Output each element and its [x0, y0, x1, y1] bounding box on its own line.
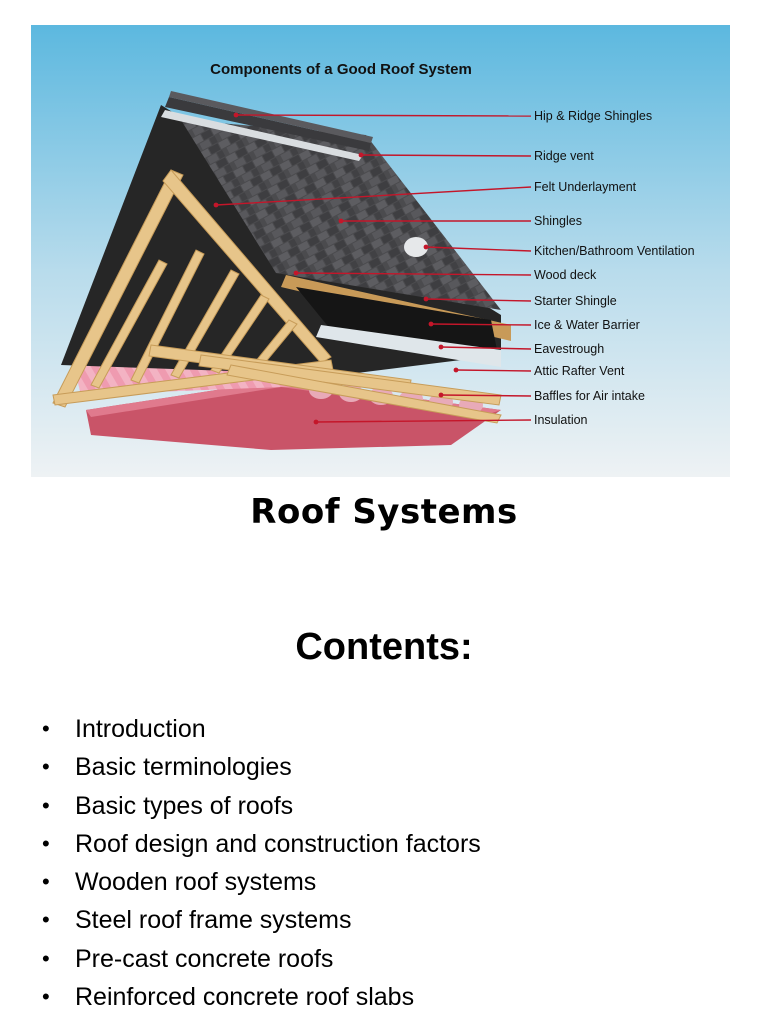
label-eavestrough: Eavestrough	[534, 342, 604, 356]
ridge-components	[161, 91, 373, 161]
bullet-icon: •	[42, 907, 50, 933]
roof-diagram: Components of a Good Roof System	[31, 25, 730, 477]
document-title: Roof Systems	[250, 492, 518, 532]
contents-item-label: Basic types of roofs	[75, 791, 294, 820]
bullet-icon: •	[42, 716, 50, 741]
roof-components-figure: Components of a Good Roof System	[31, 25, 730, 477]
bullet-icon: •	[42, 792, 50, 818]
contents-item: • Basic terminologies	[42, 748, 481, 786]
roof-truss	[52, 169, 502, 424]
label-felt-underlayment: Felt Underlayment	[534, 180, 637, 194]
figure-heading: Components of a Good Roof System	[210, 61, 472, 78]
contents-item-label: Steel roof frame systems	[75, 906, 352, 935]
bullet-icon: •	[42, 754, 50, 780]
contents-item-label: Pre-cast concrete roofs	[75, 944, 334, 973]
ventilation-cap	[404, 237, 428, 257]
label-wood-deck: Wood deck	[534, 268, 597, 282]
contents-item: • Steel roof frame systems	[42, 901, 481, 939]
label-ventilation: Kitchen/Bathroom Ventilation	[534, 244, 695, 258]
bullet-icon: •	[42, 830, 50, 856]
bullet-icon: •	[42, 984, 50, 1010]
contents-item: • Basic types of roofs	[42, 787, 481, 825]
shingle-roof	[181, 120, 501, 310]
contents-item-label: Roof design and construction factors	[75, 829, 481, 858]
contents-item-label: Basic terminologies	[75, 753, 292, 782]
leader-lines	[215, 114, 532, 423]
contents-item: • Roof design and construction factors	[42, 825, 481, 863]
bullet-icon: •	[42, 869, 50, 895]
label-insulation: Insulation	[534, 413, 588, 427]
label-attic-rafter-vent: Attic Rafter Vent	[534, 364, 625, 378]
label-baffles: Baffles for Air intake	[534, 389, 645, 403]
contents-list: • Introduction • Basic terminologies • Basi…	[42, 710, 481, 1016]
label-hip-ridge-shingles: Hip & Ridge Shingles	[534, 109, 652, 123]
ice-water-barrier	[296, 287, 499, 360]
leader-dots	[213, 112, 459, 425]
label-ice-water-barrier: Ice & Water Barrier	[534, 318, 640, 332]
contents-item-label: Reinforced concrete roof slabs	[75, 983, 415, 1012]
label-starter-shingle: Starter Shingle	[534, 294, 617, 308]
bullet-icon: •	[42, 945, 50, 971]
contents-item-label: Introduction	[75, 715, 206, 743]
contents-item: • Pre-cast concrete roofs	[42, 940, 481, 978]
label-shingles: Shingles	[534, 214, 582, 228]
contents-item: • Reinforced concrete roof slabs	[42, 978, 481, 1016]
label-ridge-vent: Ridge vent	[534, 149, 594, 163]
contents-heading: Contents:	[295, 626, 473, 668]
eavestrough	[316, 325, 501, 367]
contents-item: • Introduction	[42, 710, 481, 748]
contents-item: • Wooden roof systems	[42, 863, 481, 901]
contents-item-label: Wooden roof systems	[75, 868, 317, 897]
